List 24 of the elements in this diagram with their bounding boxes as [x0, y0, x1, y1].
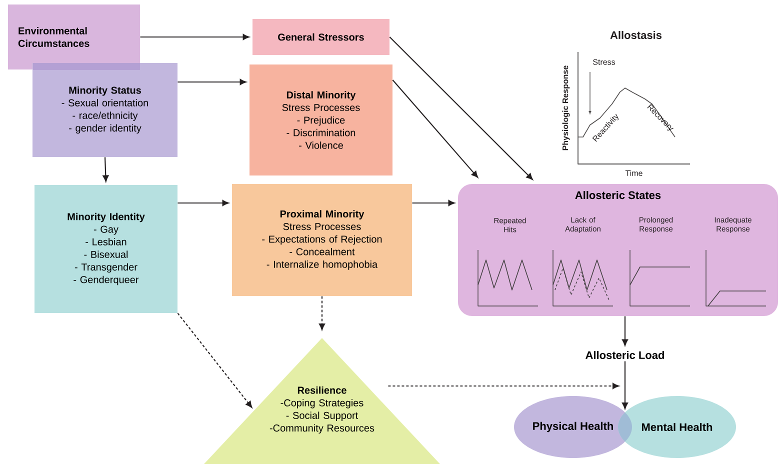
- arrow: [622, 316, 628, 346]
- heading: Allosteric Load: [586, 350, 664, 360]
- axis-label: Time: [625, 170, 642, 176]
- arrow: [392, 80, 478, 178]
- box: Minority Identity - Gay - Lesbian - Bisexual - Transgender - Genderqueer: [34, 185, 178, 313]
- arrow: [412, 200, 455, 206]
- axis-label: Physiologic Response: [562, 66, 570, 150]
- chart-title: Allostasis: [610, 30, 662, 40]
- arrow: [102, 157, 109, 182]
- box: Proximal Minority Stress Processes - Expectations of Rejection - Concealment - Internalize homophobia: [232, 184, 412, 296]
- arrow: [178, 79, 246, 86]
- arrow: [319, 296, 326, 330]
- arrow: [177, 312, 252, 408]
- box: Distal Minority Stress Processes - Prejudice - Discrimination - Violence: [250, 64, 392, 176]
- box: Minority Status - Sexual orientation - race/ethnicity - gender identity: [32, 63, 178, 157]
- triangle: Resilience -Coping Strategies - Social Support -Community Resources: [204, 338, 440, 464]
- arrow: [388, 383, 620, 390]
- box: General Stressors: [252, 19, 390, 55]
- arrow: [389, 36, 533, 180]
- arrow: [140, 34, 250, 40]
- axis-label: Stress: [593, 59, 616, 65]
- arrow: [622, 361, 628, 410]
- arrow: [178, 200, 229, 206]
- box: Environmental Circumstances: [8, 4, 140, 70]
